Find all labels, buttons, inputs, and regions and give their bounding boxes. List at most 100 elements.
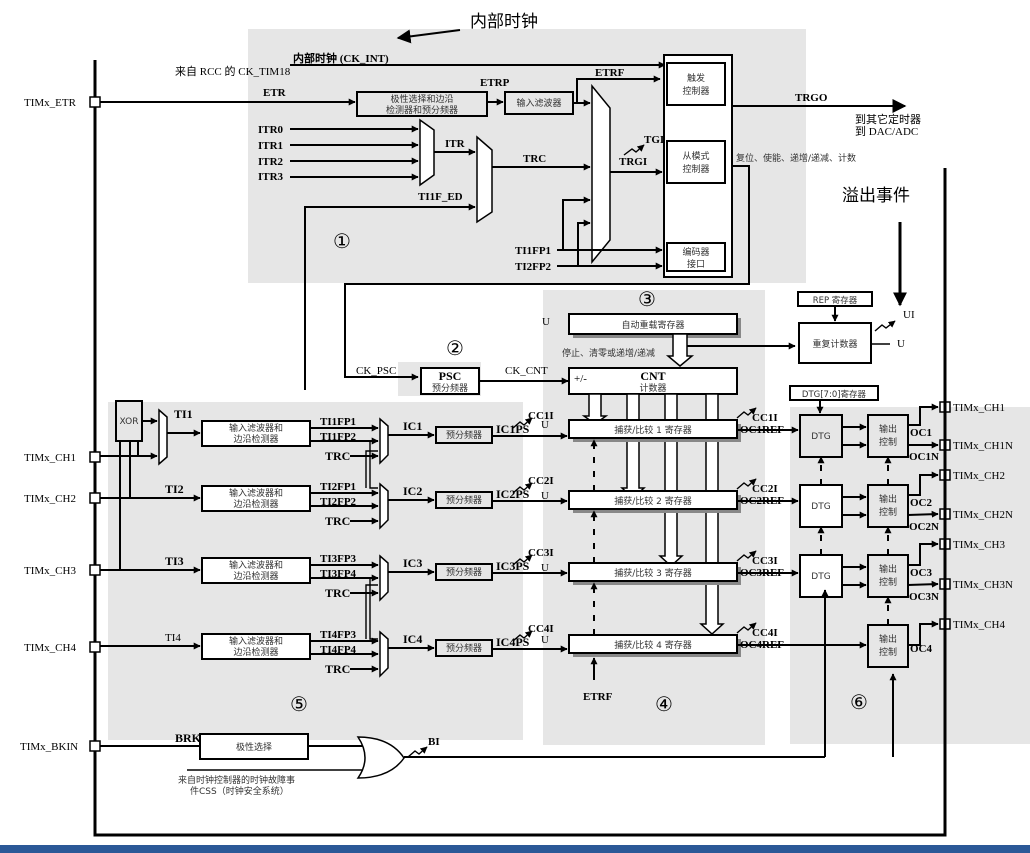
- ck-cnt-label: CK_CNT: [505, 365, 548, 377]
- auto-reload-register: [568, 313, 738, 335]
- svg-text:ITR3: ITR3: [258, 171, 284, 183]
- svg-text:预分频器: 预分频器: [446, 642, 482, 654]
- svg-text:件CSS（时钟安全系统）: 件CSS（时钟安全系统）: [190, 785, 289, 797]
- slave-actions-label: 复位、使能、递增/递减、计数: [736, 152, 856, 164]
- svg-text:TIMx_CH4: TIMx_CH4: [953, 619, 1005, 631]
- footer-bar: [0, 845, 1030, 853]
- svg-text:TRC: TRC: [325, 514, 350, 528]
- svg-text:输入滤波器和: 输入滤波器和: [229, 422, 283, 434]
- trgi-label: TRGI: [619, 156, 647, 168]
- ck-psc-wire: [344, 165, 750, 381]
- pin-timx-ch2[interactable]: [89, 492, 101, 504]
- css-source-label: 来自时钟控制器的时钟故障事: [178, 774, 295, 786]
- region-marker-4: ④: [655, 692, 673, 716]
- svg-text:TIMx_CH2: TIMx_CH2: [24, 493, 76, 505]
- pin-timx-etr[interactable]: [89, 96, 101, 108]
- svg-text:输出: 输出: [879, 563, 897, 575]
- svg-text:控制器: 控制器: [682, 85, 709, 97]
- svg-text:TIMx_CH2: TIMx_CH2: [953, 470, 1005, 482]
- tgi-label: TGI: [644, 134, 664, 146]
- svg-text:TRC: TRC: [325, 449, 350, 463]
- input-filter-edge-detector-1: [201, 420, 311, 447]
- slave-mode-controller-block: [666, 140, 726, 184]
- repetition-counter-block: [798, 322, 872, 364]
- trc-label: TRC: [523, 153, 546, 165]
- etrf-bottom-label: ETRF: [583, 691, 613, 703]
- svg-text:TRC: TRC: [325, 662, 350, 676]
- ic-select-mux-3: [379, 554, 389, 602]
- svg-text:ITR2: ITR2: [258, 156, 284, 168]
- itr-inputs: ITR0 ITR1 ITR2 ITR3: [258, 124, 419, 183]
- svg-text:TI4FP3: TI4FP3: [320, 629, 357, 641]
- pin-timx-ch1[interactable]: [89, 451, 101, 463]
- cci-interrupt-icon: [512, 417, 533, 429]
- region-marker-2: ②: [446, 336, 464, 360]
- svg-text:边沿检测器: 边沿检测器: [233, 433, 278, 445]
- svg-text:自动重载寄存器: 自动重载寄存器: [621, 319, 684, 331]
- svg-text:IC3: IC3: [403, 556, 422, 570]
- svg-text:输入滤波器和: 输入滤波器和: [229, 635, 283, 647]
- dtg-block-1: [799, 414, 843, 458]
- dtg-block-3: [799, 554, 843, 598]
- itr-mux: [419, 118, 435, 187]
- svg-text:TIMx_CH2N: TIMx_CH2N: [953, 509, 1013, 521]
- svg-text:U: U: [541, 634, 549, 646]
- svg-text:+/-: +/-: [574, 373, 587, 385]
- svg-text:输出: 输出: [879, 423, 897, 435]
- svg-text:预分频器: 预分频器: [446, 494, 482, 506]
- output-stage: DTG输出控制OC1OC1NDTG输出控制OC2OC2NDTG输出控制OC3OC…: [799, 401, 1013, 668]
- svg-text:OC3N: OC3N: [909, 591, 939, 603]
- svg-text:DTG[7:0]寄存器: DTG[7:0]寄存器: [802, 389, 867, 400]
- svg-text:CC2I: CC2I: [752, 483, 778, 495]
- svg-text:预分频器: 预分频器: [432, 382, 468, 394]
- bi-label: BI: [428, 736, 440, 748]
- svg-text:CNT: CNT: [640, 369, 665, 383]
- brk-label: BRK: [175, 731, 202, 745]
- svg-text:CC3I: CC3I: [528, 547, 554, 559]
- svg-text:U: U: [541, 490, 549, 502]
- svg-text:输入滤波器和: 输入滤波器和: [229, 487, 283, 499]
- svg-text:捕获/比较 1 寄存器: 捕获/比较 1 寄存器: [614, 424, 691, 436]
- ck-int-label: 内部时钟 (CK_INT): [293, 51, 389, 65]
- input-filter-edge-detector-4: [201, 633, 311, 660]
- region-marker-3: ③: [638, 287, 656, 311]
- svg-text:捕获/比较 4 寄存器: 捕获/比较 4 寄存器: [614, 639, 691, 651]
- svg-text:TI1: TI1: [174, 407, 193, 421]
- svg-text:编码器: 编码器: [682, 246, 709, 258]
- svg-text:CC4I: CC4I: [752, 627, 778, 639]
- pin-timx-bkin[interactable]: [89, 740, 101, 752]
- ui-label: UI: [903, 309, 915, 321]
- svg-text:预分频器: 预分频器: [446, 429, 482, 441]
- trigger-controller-block: [666, 62, 726, 106]
- ti-label: TI4: [165, 632, 181, 644]
- svg-text:TI1FP1: TI1FP1: [320, 416, 356, 428]
- ck-psc-label: CK_PSC: [356, 365, 396, 377]
- annotation-arrow: [396, 29, 461, 44]
- pin-timx-ch4[interactable]: [89, 641, 101, 653]
- svg-text:TIMx_CH1: TIMx_CH1: [24, 452, 76, 464]
- svg-text:IC1PS: IC1PS: [496, 422, 530, 436]
- break-or-gate: [356, 736, 405, 779]
- region-marker-1: ①: [333, 229, 351, 253]
- ti2fp2-label: TI2FP2: [515, 261, 552, 273]
- svg-text:预分频器: 预分频器: [446, 566, 482, 578]
- output-control-block-2: [867, 484, 909, 528]
- trigger-select-mux: [476, 135, 493, 224]
- svg-text:TI2FP1: TI2FP1: [320, 481, 356, 493]
- svg-text:IC2PS: IC2PS: [496, 487, 530, 501]
- pin-timx-ch3[interactable]: [89, 564, 101, 576]
- trgi-mux: [591, 83, 611, 265]
- cci-interrupt-icon: [512, 482, 533, 494]
- etr-label: ETR: [263, 87, 287, 99]
- ui-interrupt-icon: [874, 320, 896, 332]
- svg-text:IC4: IC4: [403, 632, 422, 646]
- svg-text:DTG: DTG: [811, 572, 830, 582]
- svg-text:OC1N: OC1N: [909, 451, 939, 463]
- svg-text:IC3PS: IC3PS: [496, 559, 530, 573]
- svg-text:TIMx_CH1: TIMx_CH1: [953, 402, 1005, 414]
- svg-text:到其它定时器: 到其它定时器: [855, 112, 921, 126]
- input-filter-edge-detector-3: [201, 557, 311, 584]
- svg-text:TIMx_CH3: TIMx_CH3: [953, 539, 1005, 551]
